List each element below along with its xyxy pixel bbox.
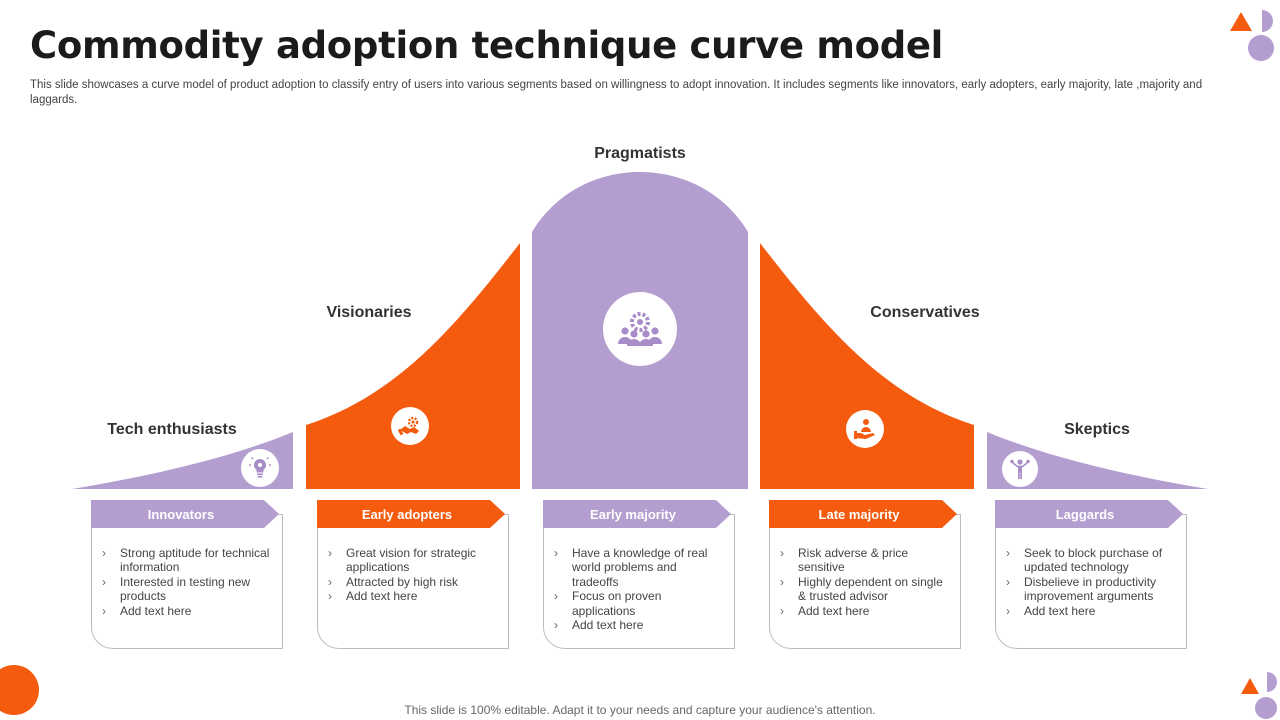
list-item: Add text here bbox=[1005, 604, 1177, 619]
bottom-right-circle-decoration bbox=[1255, 697, 1277, 719]
list-item: Great vision for strategic applications bbox=[327, 546, 499, 575]
shape-label-skeptics: Skeptics bbox=[1064, 421, 1130, 438]
list-item: Have a knowledge of real world problems … bbox=[553, 546, 725, 589]
curve-segment-tech-enthusiasts bbox=[72, 432, 293, 489]
handshake-gear-icon bbox=[391, 407, 429, 445]
person-decision-icon bbox=[1002, 451, 1038, 487]
list-item: Strong aptitude for technical informatio… bbox=[101, 546, 273, 575]
top-right-triangle-decoration bbox=[1230, 12, 1252, 31]
list-item: Seek to block purchase of updated techno… bbox=[1005, 546, 1177, 575]
segment-card-early-majority: Early majority Have a knowledge of real … bbox=[543, 500, 735, 649]
curve-segment-visionaries bbox=[306, 243, 520, 489]
list-item: Focus on proven applications bbox=[553, 589, 725, 618]
list-item: Attracted by high risk bbox=[327, 575, 499, 590]
list-item: Risk adverse & price sensitive bbox=[779, 546, 951, 575]
team-gear-icon bbox=[603, 292, 677, 366]
shape-label-tech-enthusiasts: Tech enthusiasts bbox=[107, 421, 237, 438]
hand-person-icon bbox=[846, 410, 884, 448]
bottom-right-triangle-decoration bbox=[1241, 678, 1259, 694]
top-right-circle-decoration bbox=[1248, 35, 1274, 61]
page-subtitle: This slide showcases a curve model of pr… bbox=[30, 79, 1203, 106]
shape-label-pragmatists: Pragmatists bbox=[594, 145, 686, 162]
card-bullet-list: Have a knowledge of real world problems … bbox=[553, 546, 725, 633]
card-bullet-list: Risk adverse & price sensitive Highly de… bbox=[779, 546, 951, 618]
shape-label-conservatives: Conservatives bbox=[870, 304, 980, 321]
list-item: Disbelieve in productivity improvement a… bbox=[1005, 575, 1177, 604]
segment-card-late-majority: Late majority Risk adverse & price sensi… bbox=[769, 500, 961, 649]
bottom-left-circle-decoration bbox=[0, 665, 39, 715]
lightbulb-gear-icon bbox=[241, 449, 279, 487]
bottom-right-half-circle-decoration bbox=[1267, 672, 1277, 692]
card-title-innovators: Innovators bbox=[91, 500, 279, 528]
card-bullet-list: Seek to block purchase of updated techno… bbox=[1005, 546, 1177, 618]
curve-segment-skeptics bbox=[987, 432, 1208, 489]
segment-card-laggards: Laggards Seek to block purchase of updat… bbox=[995, 500, 1187, 649]
list-item: Highly dependent on single & trusted adv… bbox=[779, 575, 951, 604]
card-title-late-majority: Late majority bbox=[769, 500, 957, 528]
list-item: Add text here bbox=[101, 604, 273, 619]
list-item: Add text here bbox=[553, 618, 725, 633]
list-item: Add text here bbox=[779, 604, 951, 619]
page-title: Commodity adoption technique curve model bbox=[30, 24, 944, 67]
card-bullet-list: Great vision for strategic applications … bbox=[327, 546, 499, 604]
footer-note: This slide is 100% editable. Adapt it to… bbox=[404, 703, 876, 717]
top-right-half-circle-decoration bbox=[1262, 10, 1273, 32]
list-item: Interested in testing new products bbox=[101, 575, 273, 604]
segment-card-early-adopters: Early adopters Great vision for strategi… bbox=[317, 500, 509, 649]
shape-label-visionaries: Visionaries bbox=[326, 304, 412, 321]
card-title-laggards: Laggards bbox=[995, 500, 1183, 528]
curve-segment-conservatives bbox=[760, 243, 974, 489]
list-item: Add text here bbox=[327, 589, 499, 604]
card-bullet-list: Strong aptitude for technical informatio… bbox=[101, 546, 273, 618]
card-title-early-adopters: Early adopters bbox=[317, 500, 505, 528]
card-title-early-majority: Early majority bbox=[543, 500, 731, 528]
segment-card-innovators: Innovators Strong aptitude for technical… bbox=[91, 500, 283, 649]
